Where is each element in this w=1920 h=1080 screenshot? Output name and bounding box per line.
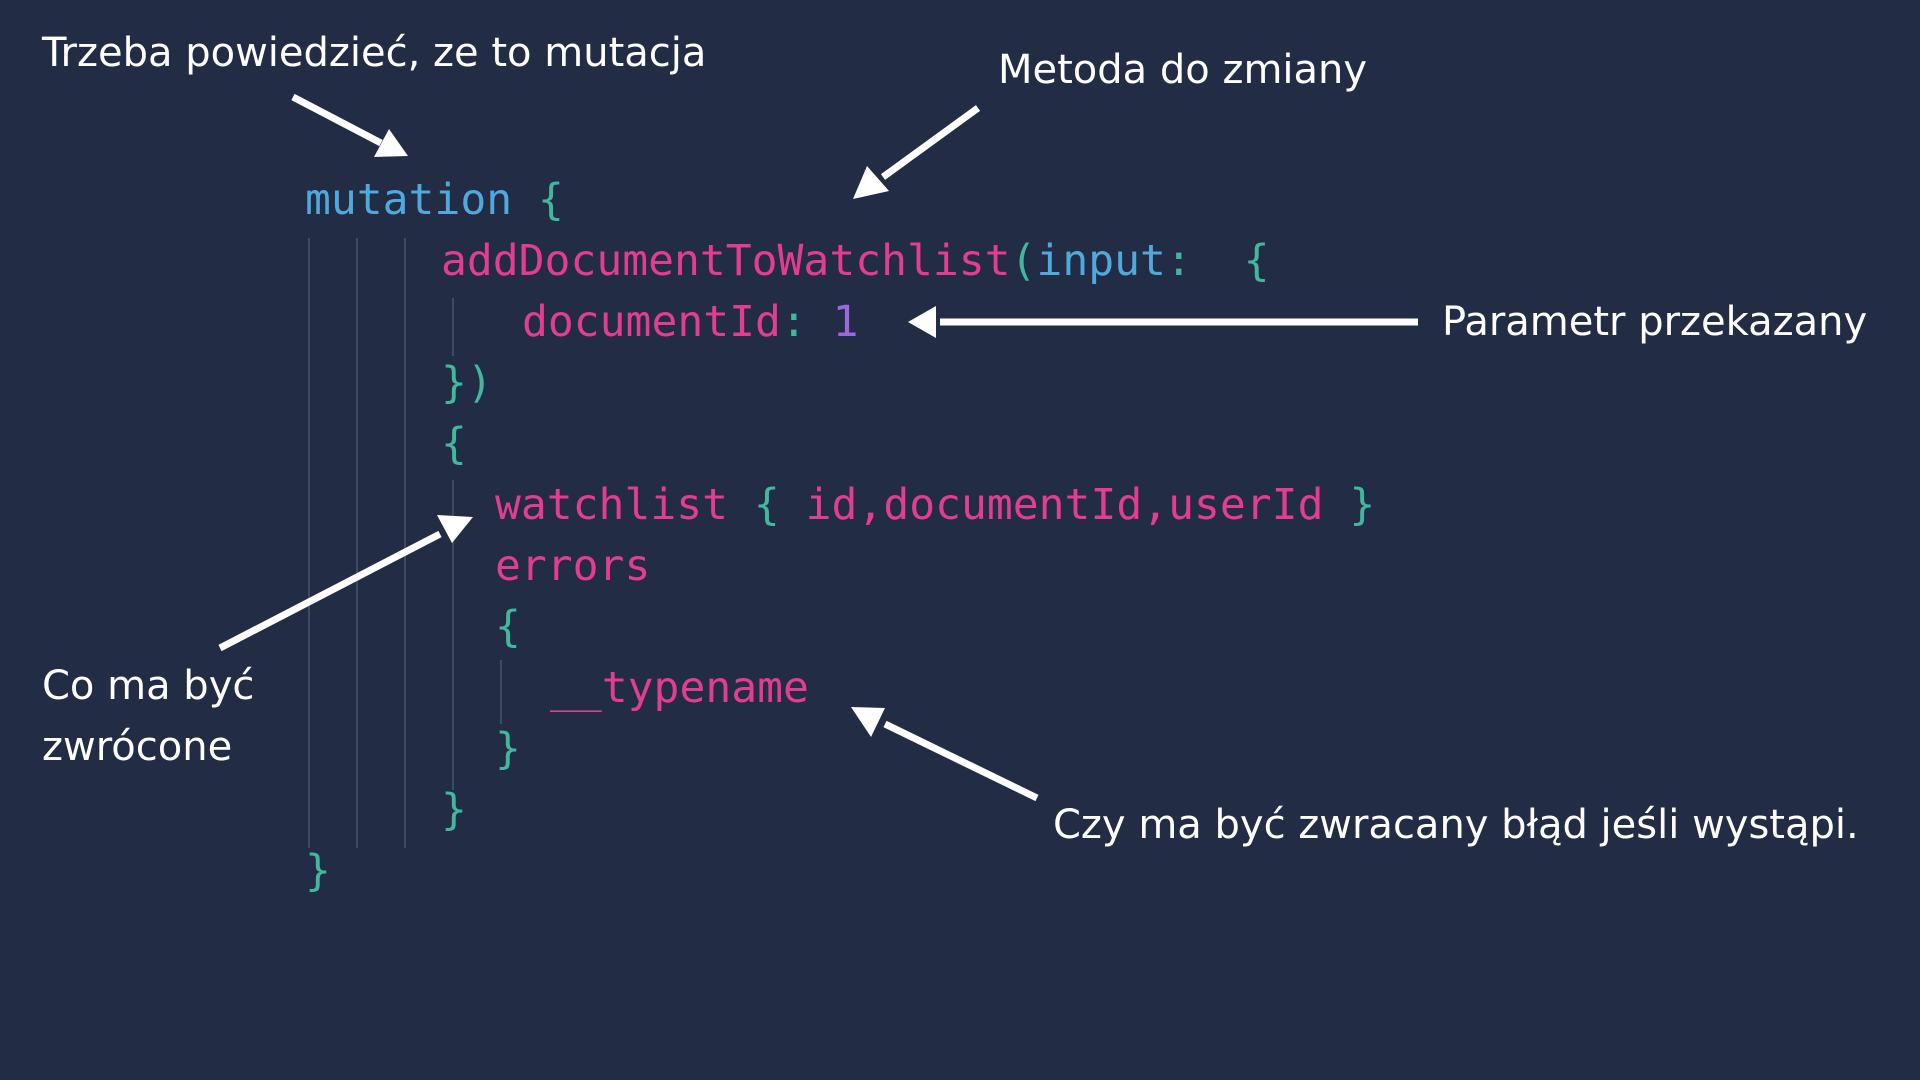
code-line-selection-close: } [441,780,467,841]
brace: { [495,602,521,652]
code-line-errors-close: } [495,719,521,780]
args-close: }) [441,358,493,408]
brace: } [495,724,521,774]
brace: } [305,846,331,896]
brace: { [441,419,467,469]
colon: : [780,297,807,347]
errors-field: errors [495,541,651,591]
code-line-typename: __typename [550,658,809,719]
code-line-args-close: }) [441,353,493,414]
arrowhead-mutation [374,129,408,157]
brace: { [1243,236,1270,286]
code-line-errors-open: { [495,597,521,658]
code-line-method: addDocumentToWatchlist(input: { [441,231,1269,292]
arrow-method [880,105,981,180]
arrow-mutation [291,93,383,147]
code-line-selection-open: { [441,414,467,475]
indent-guide [500,660,502,724]
indent-guide [404,238,406,848]
field-document-id: documentId [883,480,1143,530]
arrowhead-method [853,166,889,199]
arrowhead-error [851,707,885,737]
code-line-watchlist: watchlist { id,documentId,userId } [495,475,1375,536]
param-name: documentId [522,297,781,347]
indent-guide [308,238,310,848]
param-value: 1 [832,297,859,347]
code-line-mutation-close: } [305,841,331,902]
indent-guide [452,480,454,790]
arrow-error [883,720,1039,802]
param-annotation: Parametr przekazany [1442,299,1868,345]
code-line-param: documentId: 1 [522,292,859,353]
input-keyword: input [1036,236,1166,286]
comma: , [1142,480,1169,530]
indent-guide [452,298,454,356]
arrowhead-param [908,306,936,338]
brace: } [1349,480,1376,530]
arrowhead-return [437,515,473,543]
arrow-return [218,530,442,652]
code-line-mutation: mutation { [305,170,564,231]
brace: { [538,175,564,225]
return-annotation-line1: Co ma być [42,663,255,709]
colon: : [1165,236,1192,286]
brace: } [441,785,467,835]
field-user-id: userId [1168,480,1324,530]
typename-field: __typename [550,663,809,713]
mutation-annotation: Trzeba powiedzieć, ze to mutacja [42,30,707,76]
paren: ( [1010,236,1037,286]
return-annotation-line2: zwrócone [42,724,233,770]
comma: , [857,480,884,530]
error-annotation: Czy ma być zwracany błąd jeśli wystąpi. [1053,802,1859,848]
code-line-errors: errors [495,536,650,597]
indent-guide [356,238,358,848]
brace: { [753,480,780,530]
field-id: id [805,480,858,530]
method-annotation: Metoda do zmiany [998,47,1368,93]
watchlist-field: watchlist [495,480,728,530]
mutation-keyword: mutation [305,175,513,225]
method-name: addDocumentToWatchlist [441,236,1011,286]
